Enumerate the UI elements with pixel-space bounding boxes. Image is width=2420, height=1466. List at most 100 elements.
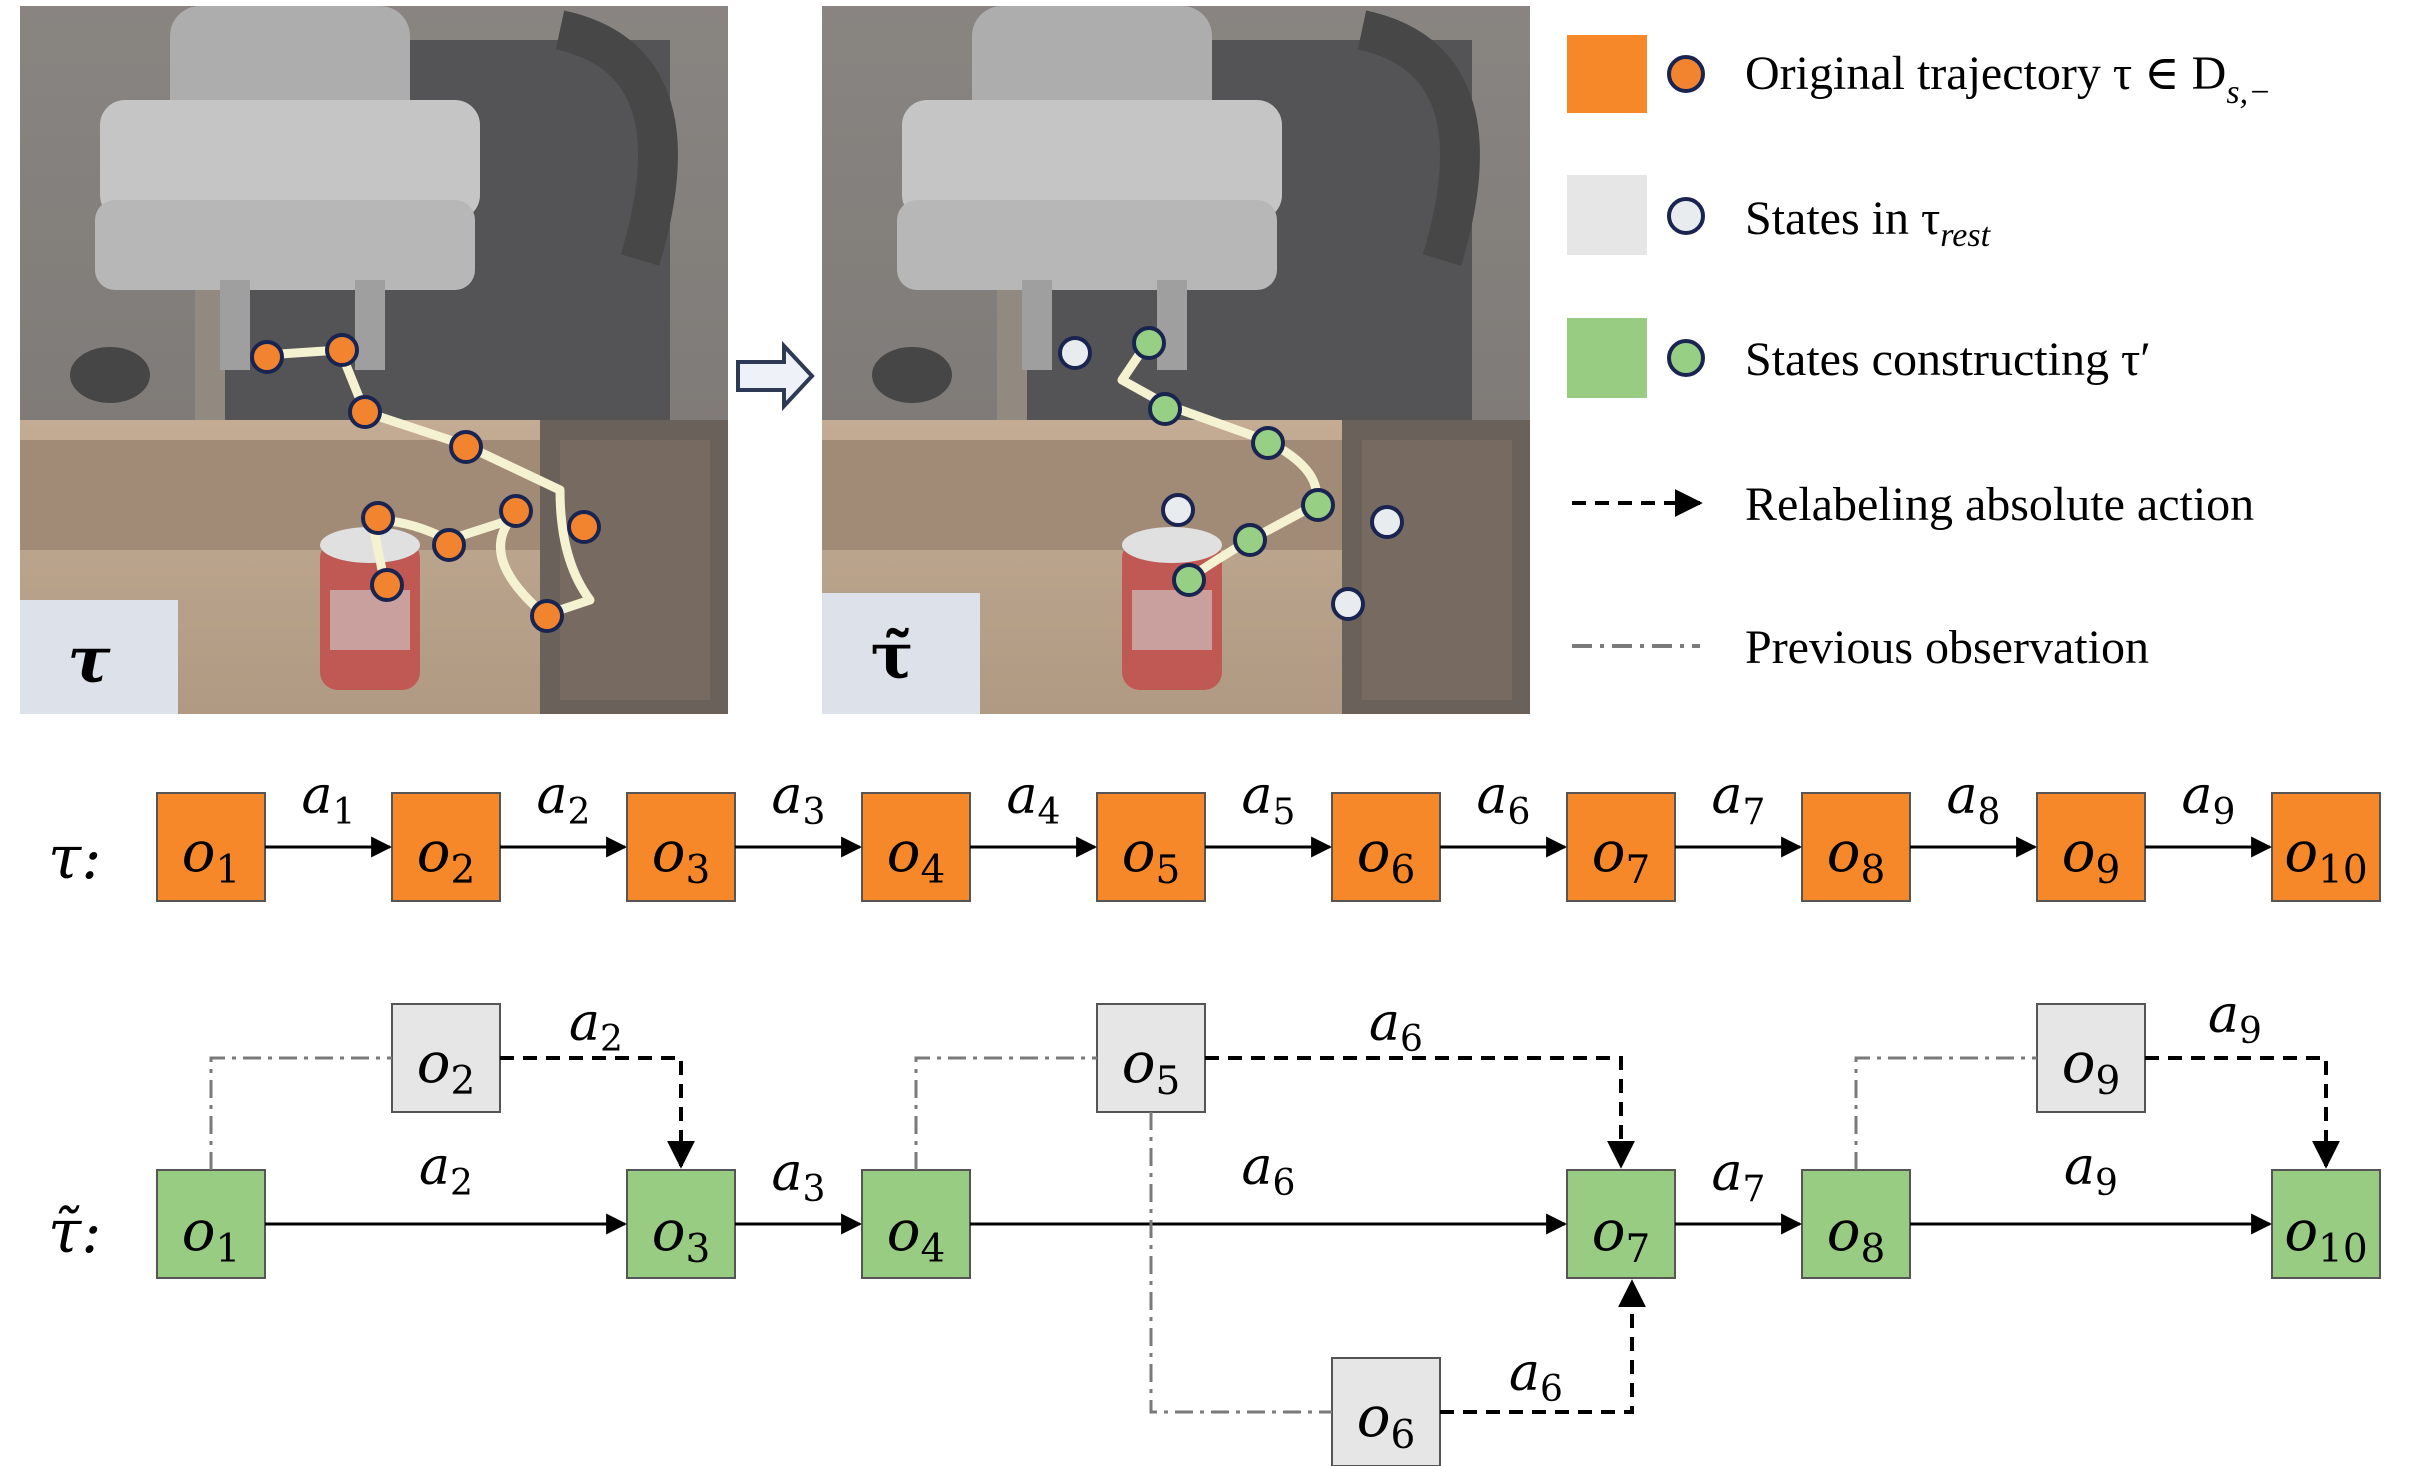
action-label: a4	[1007, 766, 1061, 833]
trajectory-point	[1148, 392, 1182, 426]
observation-label: o2	[417, 820, 476, 893]
relabel-arrow	[500, 1056, 695, 1169]
legend-constructing-text: States constructing τ′	[1745, 333, 2151, 386]
legend-dot-rest	[1667, 197, 1705, 235]
action-label: a6	[1242, 1137, 1296, 1204]
scene-augmented: τ̃	[822, 6, 1530, 714]
previous-observation-link	[914, 1056, 1097, 1170]
trajectory-point	[1370, 505, 1404, 539]
legend-rest-text: States in τrest	[1745, 192, 1992, 254]
legend-dot-constructing	[1667, 339, 1705, 377]
trajectory-point	[432, 528, 466, 562]
observation-label: o4	[887, 1199, 946, 1272]
trajectory-point	[1331, 587, 1365, 621]
observation-label: o6	[1357, 820, 1416, 893]
trajectory-point	[1172, 563, 1206, 597]
action-label: a7	[1712, 766, 1766, 833]
observation-label: o1	[182, 1199, 241, 1272]
scene-original: τ	[20, 6, 728, 714]
action-label: a3	[772, 766, 826, 833]
rest-observation-node	[1331, 1357, 1441, 1466]
observation-node	[391, 792, 501, 902]
row2-chain: o1 o3 o4 o7 o8 o10 o2 o5 o9 o6 a2 a3 a6 a7 a9 a2 a6 a9 a6	[156, 985, 2381, 1466]
observation-node	[2036, 792, 2146, 902]
rest-observation-node	[391, 1003, 501, 1113]
observation-label: o3	[652, 1199, 711, 1272]
relabel-action-label: a6	[1369, 993, 1423, 1060]
rest-observation-node	[1096, 1003, 1206, 1113]
scene-label-original: τ	[67, 623, 111, 698]
observation-node	[1566, 792, 1676, 902]
trajectory-point	[1251, 426, 1285, 460]
observation-label: o8	[1827, 1199, 1886, 1272]
observation-label: o5	[1122, 820, 1181, 893]
observation-node	[1331, 792, 1441, 902]
original-states	[250, 333, 601, 633]
observation-label: o9	[2062, 1031, 2121, 1104]
observation-node	[1801, 792, 1911, 902]
trajectory-point	[1132, 326, 1166, 360]
observation-node	[2271, 1169, 2381, 1279]
relabel-action-label: a9	[2208, 985, 2262, 1052]
legend-previous-text: Previous observation	[1745, 621, 2149, 674]
action-label: a2	[419, 1137, 473, 1204]
observation-label: o5	[1122, 1031, 1181, 1104]
action-label: a3	[772, 1143, 826, 1210]
trajectory-point	[348, 395, 382, 429]
trajectory-point	[250, 340, 284, 374]
trajectory-point	[361, 501, 395, 535]
row2-label: τ̃:	[48, 1197, 101, 1267]
trajectory-point	[370, 568, 404, 602]
scene-label-augmented: τ̃	[870, 619, 913, 694]
observation-label: o9	[2062, 820, 2121, 893]
action-label: a2	[537, 766, 591, 833]
action-label: a7	[1712, 1143, 1766, 1210]
trajectory-point	[530, 599, 564, 633]
legend-square-original	[1567, 35, 1647, 113]
observation-label: o4	[887, 820, 946, 893]
legend-square-rest	[1567, 175, 1647, 255]
trajectory-point	[1161, 493, 1195, 527]
action-label: a9	[2064, 1137, 2118, 1204]
observation-label: o7	[1592, 820, 1651, 893]
trajectory-point	[1301, 488, 1335, 522]
trajectory-point	[449, 430, 483, 464]
observation-label: o2	[417, 1031, 476, 1104]
action-label: a6	[1477, 766, 1531, 833]
rest-observation-node	[2036, 1003, 2146, 1113]
observation-node	[2271, 792, 2381, 902]
observation-node	[626, 1169, 736, 1279]
observation-label: o8	[1827, 820, 1886, 893]
legend: Original trajectory τ ∈ Ds,− States in τ…	[1567, 35, 2271, 674]
rest-states	[1058, 336, 1404, 621]
legend-original-text: Original trajectory τ ∈ Ds,−	[1745, 47, 2271, 111]
observation-label: o7	[1592, 1199, 1651, 1272]
action-label: a1	[302, 766, 356, 833]
relabel-arrow	[1205, 1056, 1635, 1169]
relabel-action-label: a6	[1509, 1343, 1563, 1410]
trajectory-point	[567, 510, 601, 544]
observation-label: o6	[1357, 1385, 1416, 1458]
observation-node	[626, 792, 736, 902]
previous-observation-link	[1854, 1056, 2037, 1170]
trajectory-point	[1058, 336, 1092, 370]
legend-relabel-text: Relabeling absolute action	[1745, 478, 2254, 531]
observation-label: o10	[2284, 820, 2367, 893]
action-label: a5	[1242, 766, 1296, 833]
observation-node	[156, 792, 266, 902]
previous-observation-link	[209, 1056, 392, 1170]
observation-node	[1566, 1169, 1676, 1279]
relabel-arrow	[1440, 1279, 1646, 1414]
legend-square-constructing	[1567, 318, 1647, 398]
observation-node	[156, 1169, 266, 1279]
trajectory-point	[1233, 523, 1267, 557]
row1-label: τ:	[48, 823, 101, 893]
constructing-states	[1132, 326, 1335, 597]
relabel-arrow	[2145, 1056, 2340, 1169]
trajectory-point	[325, 333, 359, 367]
observation-label: o10	[2284, 1199, 2367, 1272]
relabel-action-label: a2	[569, 993, 623, 1060]
action-label: a8	[1947, 766, 2001, 833]
